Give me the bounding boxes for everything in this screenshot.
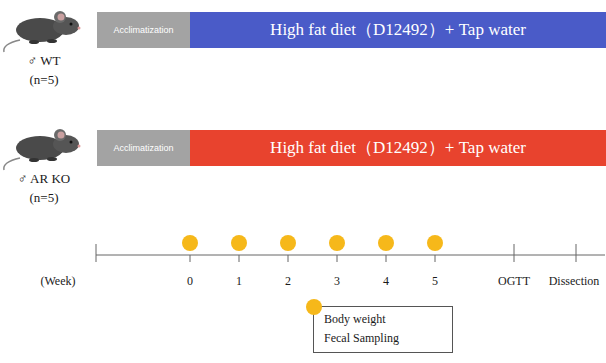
week-number: 3 [334, 274, 340, 288]
timepoint-dot [305, 298, 323, 316]
group-label: ♂ AR KO [18, 171, 70, 187]
timepoint-dot [182, 235, 443, 251]
phase-bar: Acclimatization [97, 130, 190, 166]
group-label: ♂ WT [28, 53, 61, 69]
sample-size: (n=5) [30, 190, 59, 206]
legend-text: Body weight [324, 313, 444, 327]
mouse-icon [4, 11, 81, 52]
diet-bar: High fat diet（D12492）+ Tap water [190, 12, 606, 48]
diet-bar: High fat diet（D12492）+ Tap water [190, 130, 606, 166]
legend-box: Body weightFecal Sampling [313, 306, 453, 353]
bar-label: Acclimatization [113, 25, 173, 35]
week-number: 2 [285, 274, 291, 288]
bar-label: High fat diet（D12492）+ Tap water [270, 20, 526, 40]
week-number: 0 [187, 274, 193, 288]
axis-label: (Week) [40, 274, 75, 288]
week-number: 5 [432, 274, 438, 288]
week-number: 1 [236, 274, 242, 288]
phase-bar: Acclimatization [97, 12, 190, 48]
week-number: 4 [383, 274, 389, 288]
timeline [96, 244, 605, 262]
legend-text: Fecal Sampling [324, 332, 444, 346]
endpoint-label: Dissection [549, 274, 600, 288]
mouse-icon [4, 129, 81, 170]
bar-label: High fat diet（D12492）+ Tap water [270, 138, 526, 158]
sample-size: (n=5) [30, 72, 59, 88]
bar-label: Acclimatization [113, 143, 173, 153]
endpoint-label: OGTT [498, 274, 530, 288]
